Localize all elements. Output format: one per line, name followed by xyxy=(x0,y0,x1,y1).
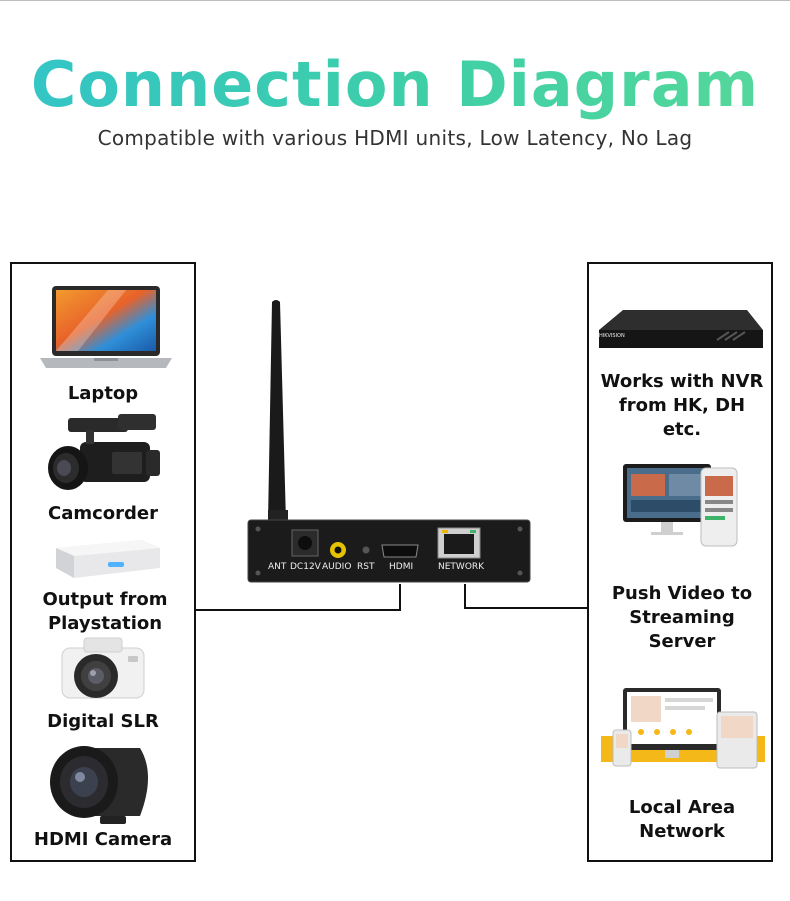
port-label-audio: AUDIO xyxy=(322,562,352,572)
laptop-icon xyxy=(40,286,172,368)
camcorder-icon xyxy=(48,414,160,490)
encoder-device xyxy=(247,300,531,583)
port-label-hdmi: HDMI xyxy=(389,562,414,572)
page-subtitle: Compatible with various HDMI units, Low … xyxy=(97,126,693,150)
port-label-ant: ANT xyxy=(268,562,287,572)
input-label-camcorder: Camcorder xyxy=(48,503,158,524)
page-title: Connection Diagram xyxy=(0,48,790,121)
input-sources-panel: Laptop Camcorder Output from Playstation… xyxy=(10,262,196,862)
nvr-brand-label: HIKVISION xyxy=(599,333,625,339)
input-label-dslr: Digital SLR xyxy=(47,711,159,732)
hdmi-camera-icon xyxy=(50,746,148,824)
top-divider xyxy=(0,0,790,1)
input-label-playstation: Output from Playstation xyxy=(42,589,168,634)
output-label-streaming: Push Video to Streaming Server xyxy=(611,583,753,652)
lan-icon xyxy=(601,688,765,769)
streaming-icon xyxy=(623,464,738,547)
hdmi-wire-horizontal xyxy=(196,609,401,611)
hdmi-wire-vertical xyxy=(399,584,401,611)
output-targets-panel: HIKVISION Works with NVR from HK, DH etc… xyxy=(587,262,773,862)
port-label-dc12v: DC12V xyxy=(290,562,321,572)
antenna-icon xyxy=(268,300,286,522)
hdmi-port xyxy=(381,544,419,558)
network-wire-horizontal xyxy=(464,607,588,609)
port-label-rst: RST xyxy=(357,562,375,572)
nvr-icon xyxy=(599,310,763,348)
input-label-laptop: Laptop xyxy=(67,383,139,404)
dslr-camera-icon xyxy=(61,637,145,699)
output-label-lan: Local Area Network xyxy=(628,797,736,842)
port-label-network: NETWORK xyxy=(438,562,485,572)
reset-button xyxy=(362,546,370,554)
playstation-icon xyxy=(56,540,160,578)
input-label-hdmi-camera: HDMI Camera xyxy=(33,829,173,850)
network-wire-vertical xyxy=(464,584,466,609)
output-label-nvr: Works with NVR from HK, DH etc. xyxy=(600,371,764,440)
